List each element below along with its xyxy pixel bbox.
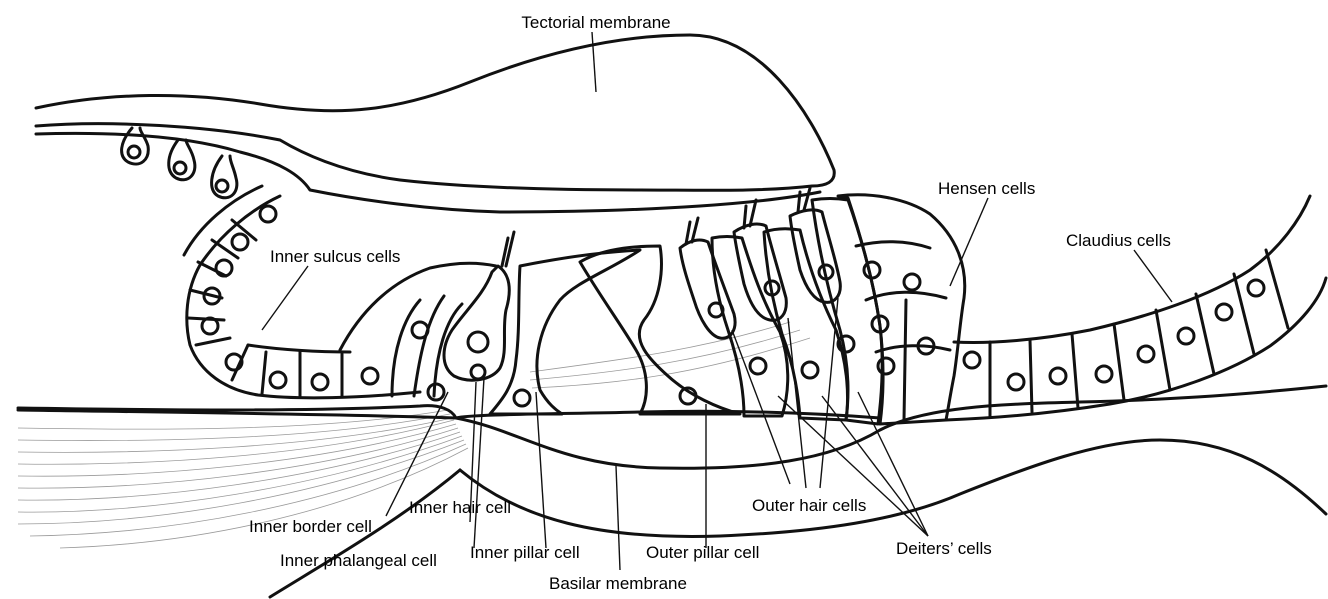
deiters-cell-3 bbox=[812, 199, 882, 425]
label-inner-border-cell: Inner border cell bbox=[249, 517, 372, 536]
label-deiters-cells: Deiters’ cells bbox=[896, 539, 992, 558]
label-hensen-cells: Hensen cells bbox=[938, 179, 1035, 198]
label-basilar-membrane: Basilar membrane bbox=[549, 574, 687, 593]
scala-tympani-contour bbox=[460, 440, 1326, 536]
inner-hair-cell bbox=[444, 266, 509, 380]
basilar-membrane bbox=[456, 386, 1326, 468]
claudius-cells bbox=[946, 196, 1326, 420]
labels: Tectorial membrane Inner sulcus cells He… bbox=[249, 13, 1171, 593]
label-inner-hair-cell: Inner hair cell bbox=[409, 498, 511, 517]
label-outer-pillar-cell: Outer pillar cell bbox=[646, 543, 759, 562]
label-inner-sulcus-cells: Inner sulcus cells bbox=[270, 247, 400, 266]
label-tectorial-membrane: Tectorial membrane bbox=[521, 13, 670, 32]
inner-pillar-cell bbox=[490, 250, 640, 414]
label-claudius-cells: Claudius cells bbox=[1066, 231, 1171, 250]
label-outer-hair-cells: Outer hair cells bbox=[752, 496, 866, 515]
leader-lines bbox=[262, 32, 1172, 570]
nerve-fiber-texture bbox=[18, 410, 468, 548]
hensen-cells bbox=[838, 195, 965, 424]
label-inner-pillar-cell: Inner pillar cell bbox=[470, 543, 580, 562]
tectorial-membrane bbox=[36, 35, 834, 190]
label-inner-phalangeal-cell: Inner phalangeal cell bbox=[280, 551, 437, 570]
